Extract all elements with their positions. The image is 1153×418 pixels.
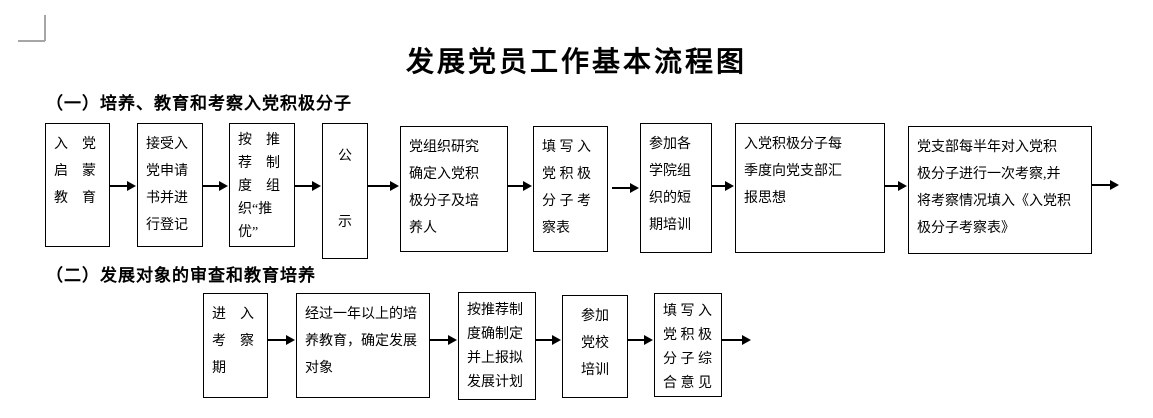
flow-arrow-icon xyxy=(712,181,734,191)
sec1-box-tuiyou-recommendation: 按 推 荐 制 度 组 织“推 优” xyxy=(229,123,295,247)
sec2-box-comprehensive-opinion: 填 写 入 党 积 极 分 子 综 合 意 见 xyxy=(654,293,722,397)
sec1-box-receive-application: 接受入 党申请 书并进 行登记 xyxy=(137,123,203,247)
flow-arrow-icon xyxy=(536,335,561,345)
sec1-box-semiannual-review: 党支部每半年对入党积 极分子进行一次考察,并 将考察情况填入《入党积 极分子考察… xyxy=(908,126,1092,254)
flow-arrow-icon xyxy=(203,181,228,191)
sec1-box-fill-observation-form: 填 写 入 党 积 极 分 子 考 察表 xyxy=(533,126,608,252)
sec1-box-public-notice: 公 示 xyxy=(322,123,368,259)
section-2-heading: （二）发展对象的审查和教育培养 xyxy=(46,266,316,285)
sec2-box-enter-observation-period: 进 入 考 察 期 xyxy=(203,293,268,398)
flow-arrow-icon xyxy=(612,183,639,193)
sec2-box-party-school-training: 参加 党校 培训 xyxy=(562,295,628,398)
sec2-box-report-development-plan: 按推荐制 度确制定 并上报拟 发展计划 xyxy=(458,292,536,400)
page-title: 发展党员工作基本流程图 xyxy=(405,47,747,78)
page-margin-mark-vertical xyxy=(44,15,46,41)
sec2-box-determine-development-targets: 经过一年以上的培 养教育，确定发展 对象 xyxy=(296,293,430,398)
sec1-box-determine-activists: 党组织研究 确定入党积 极分子及培 养人 xyxy=(400,126,508,252)
sec1-box-admission-enlightenment: 入 党 启 蒙 教 育 xyxy=(45,123,110,247)
flow-arrow-icon xyxy=(885,181,907,191)
flow-arrow-icon xyxy=(368,181,399,191)
flow-arrow-exit-icon xyxy=(722,335,751,345)
section-1-heading: （一）培养、教育和考察入党积极分子 xyxy=(46,94,352,113)
flow-arrow-icon xyxy=(295,181,321,191)
flow-arrow-exit-icon xyxy=(1092,180,1119,190)
sec1-box-quarterly-thought-report: 入党积极分子每 季度向党支部汇 报思想 xyxy=(735,123,885,253)
flow-arrow-icon xyxy=(110,181,136,191)
flow-arrow-icon xyxy=(430,335,457,345)
flow-arrow-icon xyxy=(268,335,295,345)
page-margin-mark-horizontal xyxy=(18,40,45,42)
flow-arrow-icon xyxy=(628,335,653,345)
flow-arrow-icon xyxy=(508,181,532,191)
sec1-box-short-term-training: 参加各 学院组 织的短 期培训 xyxy=(640,123,712,253)
